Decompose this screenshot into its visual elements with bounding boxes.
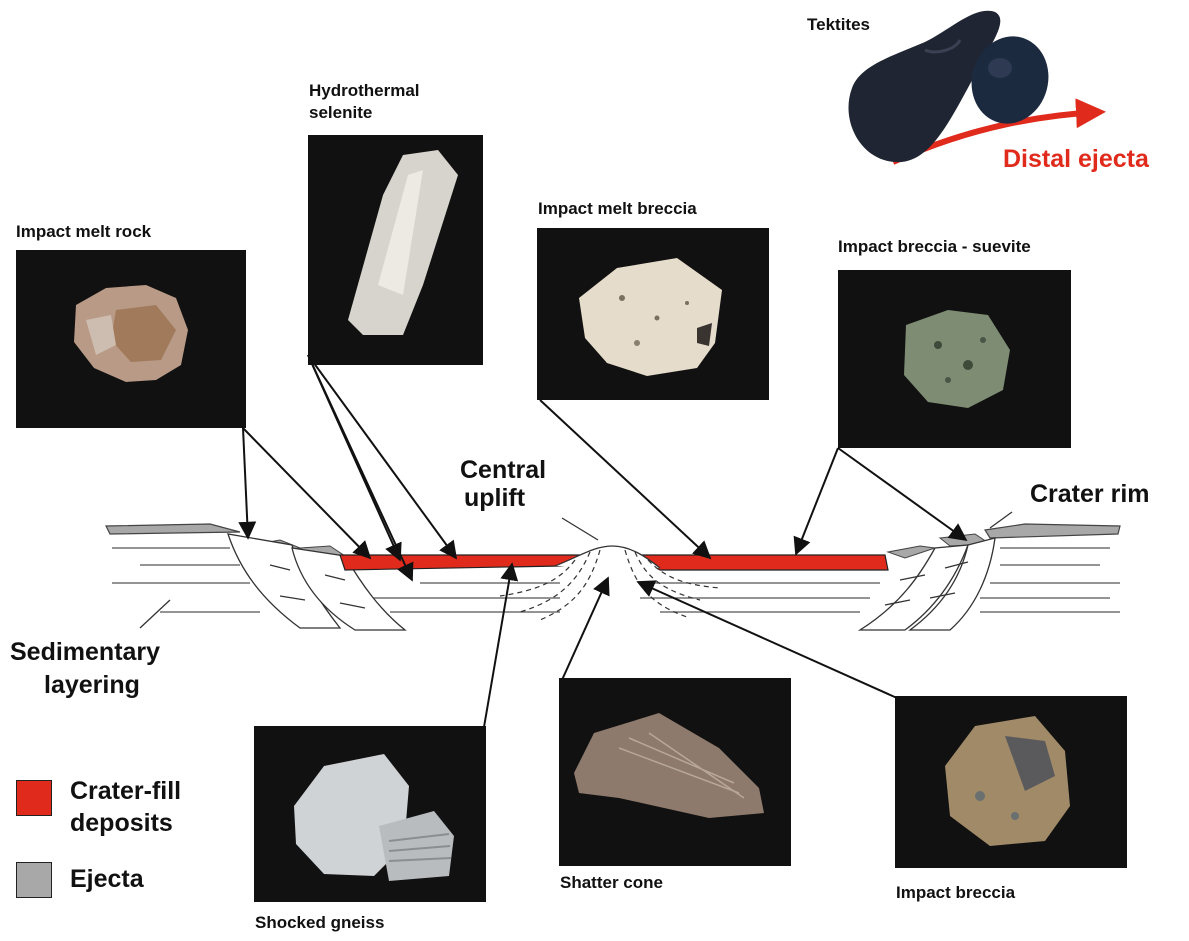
legend-label-ejecta: Ejecta [70,864,144,894]
photo-impact-breccia [895,696,1127,868]
photo-impact-melt-rock [16,250,246,428]
label-distal-ejecta: Distal ejecta [1003,145,1149,174]
label-hydrothermal-selenite: Hydrothermal selenite [309,80,420,124]
label-impact-melt-breccia: Impact melt breccia [538,198,697,220]
rock-sample-impact-breccia [895,696,1127,868]
rock-sample-selenite [308,135,483,365]
legend-swatch-ejecta [16,862,52,898]
ejecta-right [985,524,1120,538]
legend-label-crater-fill: Crater-fill deposits [70,775,181,839]
ejecta-left [106,524,240,534]
label-tektites: Tektites [807,14,870,36]
label-sedimentary-layering: Sedimentary layering [10,636,160,702]
crater-fill-left [340,555,595,570]
rock-sample-impact-melt-rock [16,250,246,428]
rock-sample-suevite [838,270,1071,448]
crater-rim-pointer [990,512,1012,528]
ejecta-right-2 [888,546,935,558]
label-impact-breccia: Impact breccia [896,882,1015,904]
label-impact-breccia-suevite: Impact breccia - suevite [838,236,1031,258]
photo-hydrothermal-selenite [308,135,483,365]
label-shatter-cone: Shatter cone [560,872,663,894]
rock-sample-shocked-gneiss [254,726,486,902]
rock-sample-shatter-cone [559,678,791,866]
sedimentary-pointer [140,600,170,628]
photo-impact-breccia-suevite [838,270,1071,448]
label-impact-melt-rock: Impact melt rock [16,221,151,243]
label-crater-rim: Crater rim [1030,479,1150,509]
central-uplift-pointer [562,518,598,540]
rock-sample-impact-melt-breccia [537,228,769,400]
photo-impact-melt-breccia [537,228,769,400]
photo-shocked-gneiss [254,726,486,902]
legend-swatch-crater-fill [16,780,52,816]
label-shocked-gneiss: Shocked gneiss [255,912,384,934]
slump-blocks-right [860,538,995,630]
label-central-uplift: Central uplift [460,456,546,512]
photo-shatter-cone [559,678,791,866]
crater-fill-right [640,555,888,570]
